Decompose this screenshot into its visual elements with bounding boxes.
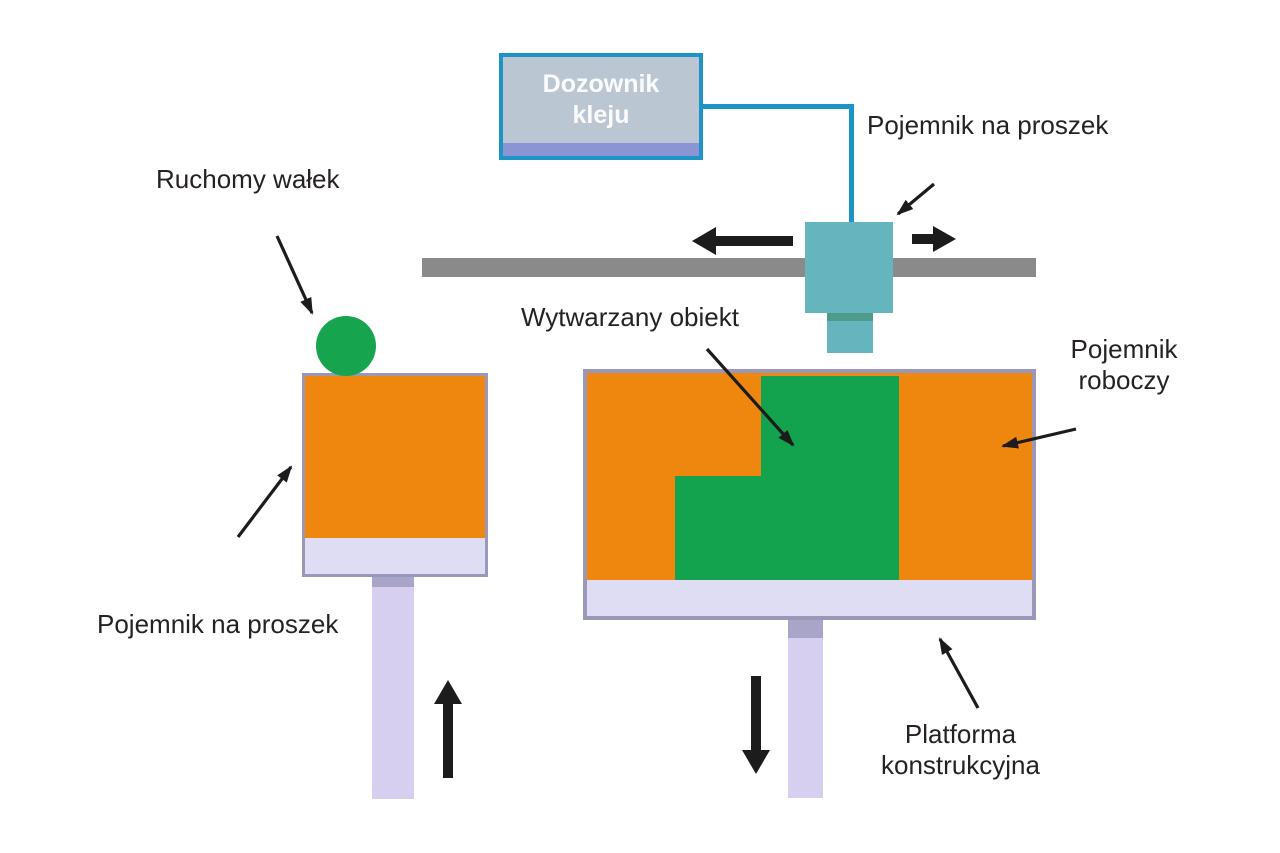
glue-dispenser-box: Dozownik kleju bbox=[499, 53, 703, 160]
printhead-move-right-arrow-icon bbox=[912, 226, 956, 252]
build-piston-rod bbox=[788, 638, 823, 798]
printhead-nozzle bbox=[827, 321, 873, 353]
glue-dispenser-label: Dozownik kleju bbox=[503, 69, 699, 131]
printhead-body bbox=[805, 222, 893, 313]
glue-feed-line-horizontal bbox=[701, 104, 854, 109]
glue-dispenser-base-strip bbox=[503, 143, 699, 156]
supply-piston-rod bbox=[372, 587, 414, 799]
build-platform bbox=[587, 580, 1032, 616]
label-build-platform: Platforma konstrukcyjna bbox=[868, 719, 1053, 781]
supply-piston-connector bbox=[372, 577, 414, 587]
label-powder-container-left: Pojemnik na proszek bbox=[97, 609, 339, 639]
label-working-container-line1: Pojemnik bbox=[1070, 334, 1178, 364]
pointer-arrow-moving-roller bbox=[275, 235, 314, 315]
printhead-nozzle-joint bbox=[827, 313, 873, 321]
glue-dispenser-label-line2: kleju bbox=[572, 101, 630, 129]
label-working-container-line2: roboczy bbox=[1078, 365, 1170, 395]
printhead-rail bbox=[422, 258, 1036, 277]
printhead-move-left-arrow-icon bbox=[692, 227, 793, 255]
build-piston-down-arrow-icon bbox=[742, 676, 770, 774]
label-working-container: Pojemnik roboczy bbox=[1039, 334, 1209, 396]
build-piston-connector bbox=[788, 620, 823, 638]
glue-feed-line-vertical bbox=[849, 104, 854, 224]
glue-dispenser-label-line1: Dozownik bbox=[542, 70, 660, 98]
label-build-platform-line1: Platforma bbox=[904, 719, 1017, 749]
label-moving-roller: Ruchomy wałek bbox=[156, 164, 340, 194]
pointer-arrow-build-platform bbox=[938, 637, 980, 709]
label-build-platform-line2: konstrukcyjna bbox=[881, 750, 1040, 780]
label-powder-container-top: Pojemnik na proszek bbox=[867, 110, 1109, 140]
manufactured-object-upper-block bbox=[761, 376, 899, 580]
label-manufactured-object: Wytwarzany obiekt bbox=[521, 302, 739, 332]
moving-roller bbox=[316, 316, 376, 376]
manufactured-object-step-block bbox=[675, 476, 761, 580]
pointer-arrow-powder-container-left bbox=[236, 465, 293, 538]
powder-supply-container bbox=[302, 373, 488, 577]
pointer-arrow-powder-container-top bbox=[896, 182, 936, 216]
supply-piston-platform bbox=[305, 538, 485, 574]
supply-piston-up-arrow-icon bbox=[434, 680, 462, 778]
